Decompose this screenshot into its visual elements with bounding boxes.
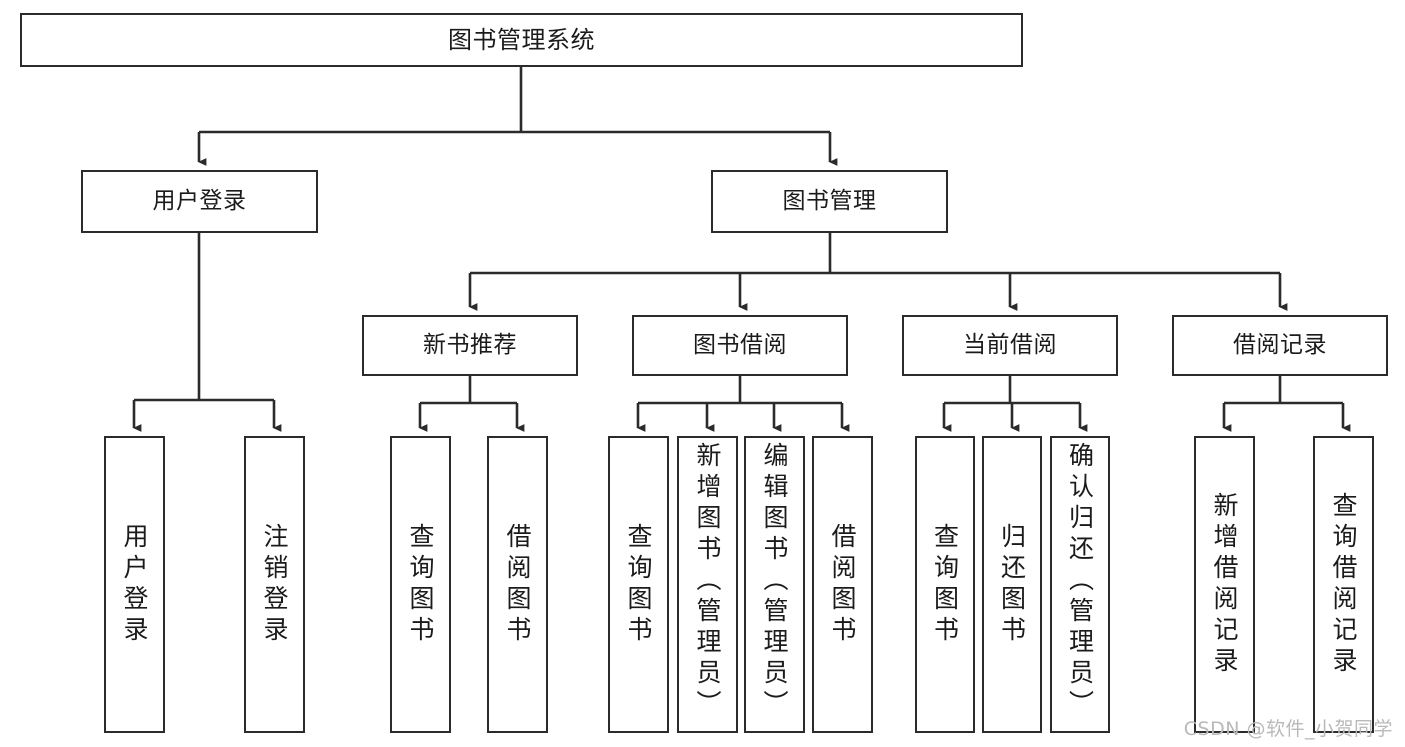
node-label: 确认归还（管理员） [1065,442,1095,721]
node-label: 注销登录 [260,522,289,647]
node-user-login[interactable]: 用户登录 [81,170,318,233]
node-borrow-record[interactable]: 借阅记录 [1172,315,1388,376]
node-book-management[interactable]: 图书管理 [711,170,948,233]
node-label: 归还图书 [997,522,1027,647]
node-new-book-recommend[interactable]: 新书推荐 [362,315,578,376]
leaf-query-borrow-record[interactable]: 查询借阅记录 [1313,436,1374,733]
leaf-user-login[interactable]: 用户登录 [104,436,165,733]
node-label: 借阅记录 [1233,331,1327,358]
node-book-borrow[interactable]: 图书借阅 [632,315,848,376]
node-label: 编辑图书（管理员） [760,442,789,721]
leaf-add-borrow-record[interactable]: 新增借阅记录 [1194,436,1255,733]
node-root-system[interactable]: 图书管理系统 [20,13,1023,67]
node-label: 借阅图书 [828,522,857,647]
node-label: 查询图书 [930,522,960,647]
node-label: 新增图书（管理员） [693,442,722,721]
leaf-borrow-book[interactable]: 借阅图书 [812,436,873,733]
leaf-edit-book-admin[interactable]: 编辑图书（管理员） [744,436,805,733]
leaf-query-book-current[interactable]: 查询图书 [915,436,975,733]
node-label: 新增借阅记录 [1210,491,1239,678]
csdn-watermark: CSDN @软件_小贺同学 [1183,718,1393,740]
node-label: 图书管理 [782,187,877,214]
node-label: 图书借阅 [693,331,787,358]
leaf-confirm-return-admin[interactable]: 确认归还（管理员） [1050,436,1110,733]
leaf-borrow-book-recommend[interactable]: 借阅图书 [487,436,548,733]
node-label: 查询借阅记录 [1329,491,1358,678]
node-label: 新书推荐 [423,331,517,358]
leaf-return-book[interactable]: 归还图书 [982,436,1042,733]
node-label: 查询图书 [624,522,653,647]
node-label: 借阅图书 [503,522,532,647]
leaf-add-book-admin[interactable]: 新增图书（管理员） [677,436,738,733]
leaf-query-book-recommend[interactable]: 查询图书 [390,436,451,733]
node-current-borrow[interactable]: 当前借阅 [902,315,1118,376]
node-label: 用户登录 [152,187,247,214]
leaf-logout[interactable]: 注销登录 [244,436,305,733]
node-label: 当前借阅 [963,331,1057,358]
node-label: 用户登录 [120,522,149,647]
node-label: 图书管理系统 [448,25,595,54]
node-label: 查询图书 [406,522,435,647]
leaf-query-book-borrow[interactable]: 查询图书 [608,436,669,733]
